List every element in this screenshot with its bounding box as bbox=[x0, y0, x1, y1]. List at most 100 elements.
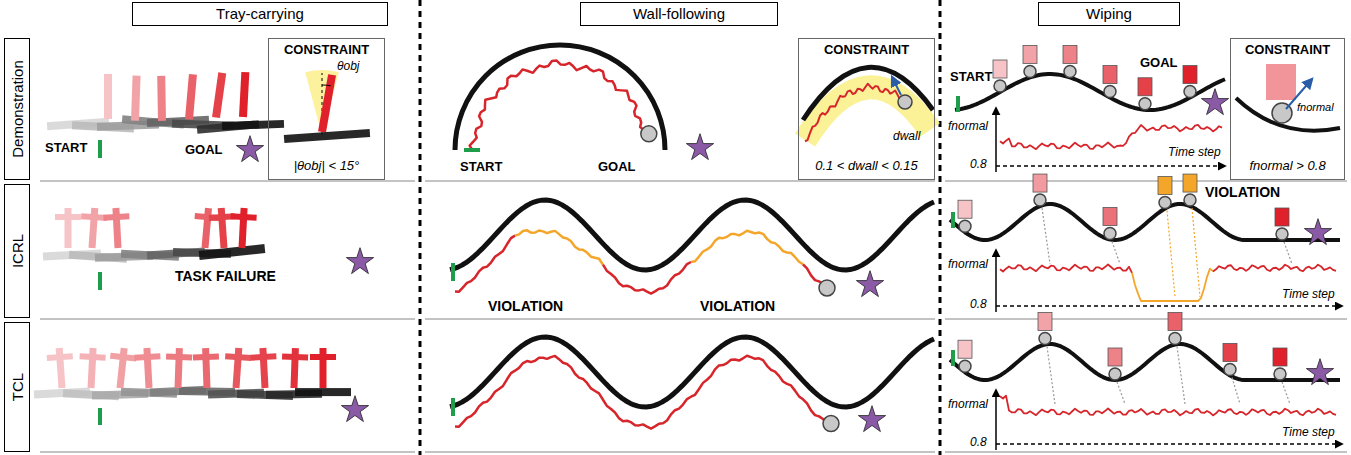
row-rule bbox=[40, 181, 415, 182]
row-label-box: ICRL bbox=[4, 184, 30, 318]
start-marker bbox=[98, 140, 102, 158]
surface bbox=[950, 204, 1340, 240]
goal-star bbox=[686, 134, 713, 160]
constraint-box: CONSTRAINT θobj |θobj| < 15° bbox=[268, 38, 385, 180]
tee-object bbox=[107, 347, 137, 389]
violation-label: VIOLATION bbox=[488, 298, 563, 314]
row-rule bbox=[945, 181, 1347, 182]
constraint-wedge bbox=[305, 70, 339, 135]
row-rule bbox=[945, 452, 1347, 453]
end-effector bbox=[1034, 194, 1046, 206]
start-marker bbox=[956, 96, 960, 112]
force-curve bbox=[1000, 396, 1336, 416]
start-marker bbox=[98, 272, 102, 290]
failure-label: TASK FAILURE bbox=[175, 268, 276, 284]
trajectory bbox=[515, 230, 603, 264]
time-link bbox=[1284, 242, 1292, 264]
violation-label: VIOLATION bbox=[700, 298, 775, 314]
end-effector bbox=[1139, 98, 1151, 110]
tee-object bbox=[281, 348, 308, 389]
trajectory bbox=[603, 262, 691, 294]
wiping-tool bbox=[1273, 348, 1287, 366]
start-label: START bbox=[950, 70, 992, 85]
start-marker bbox=[464, 148, 480, 152]
trajectory bbox=[691, 231, 803, 265]
object-bar bbox=[212, 72, 226, 118]
constraint-formula: |θobj| < 15° bbox=[269, 158, 384, 173]
row-rule bbox=[425, 319, 935, 320]
symbol-label: θobj bbox=[337, 59, 360, 73]
column-header: Tray-carrying bbox=[132, 2, 388, 26]
object-bar bbox=[318, 74, 336, 133]
tee-bar bbox=[230, 213, 256, 220]
wiping-tool bbox=[1275, 208, 1289, 226]
axis-label: fnormal bbox=[948, 398, 988, 412]
threshold-axis bbox=[996, 443, 1342, 445]
goal-star bbox=[341, 396, 368, 422]
wiping-tool bbox=[1183, 174, 1197, 192]
tee-object bbox=[46, 347, 75, 389]
axis-label: fnormal bbox=[948, 120, 988, 134]
tee-object bbox=[165, 348, 192, 389]
row-label: ICRL bbox=[9, 234, 26, 268]
end-effector bbox=[641, 126, 657, 142]
row-rule bbox=[40, 452, 415, 453]
end-effector bbox=[1104, 86, 1116, 98]
end-effector bbox=[959, 360, 971, 372]
threshold-value: 0.8 bbox=[970, 298, 987, 312]
row-rule bbox=[945, 319, 1347, 320]
threshold-value: 0.8 bbox=[970, 436, 987, 450]
symbol-label: dwall bbox=[893, 129, 920, 143]
end-effector bbox=[1064, 65, 1076, 77]
tee-object bbox=[250, 347, 278, 388]
row-label-box: TCL bbox=[4, 322, 30, 452]
end-effector bbox=[1276, 228, 1288, 240]
tee-bar bbox=[79, 353, 105, 360]
end-effector bbox=[819, 280, 835, 296]
time-link bbox=[1282, 382, 1290, 404]
end-effector bbox=[1169, 333, 1181, 345]
axis-label: fnormal bbox=[948, 258, 988, 272]
column-title: Wall-following bbox=[581, 3, 777, 24]
start-marker bbox=[951, 212, 955, 228]
tee-bar bbox=[193, 354, 219, 361]
tee-object bbox=[192, 207, 221, 249]
constraint-box: CONSTRAINTfnormalfnormal > 0.8 bbox=[1230, 38, 1345, 180]
goal-star bbox=[236, 136, 263, 162]
tee-bar bbox=[166, 354, 192, 361]
start-marker bbox=[451, 263, 455, 281]
end-effector bbox=[823, 416, 839, 432]
end-effector bbox=[898, 95, 912, 109]
force-axis bbox=[995, 390, 997, 450]
threshold-axis bbox=[996, 305, 1342, 307]
axis-label: Time step bbox=[1168, 146, 1221, 160]
wiping-tool bbox=[1183, 66, 1197, 84]
end-effector bbox=[1039, 333, 1051, 345]
wiping-tool bbox=[1103, 207, 1117, 225]
wiping-tool bbox=[1063, 45, 1077, 63]
tee-bar bbox=[225, 353, 251, 361]
time-link bbox=[1192, 208, 1200, 297]
trajectory bbox=[455, 236, 515, 292]
tee-bar bbox=[310, 354, 336, 360]
end-effector bbox=[1104, 227, 1116, 239]
constraint-formula: 0.1 < dwall < 0.15 bbox=[799, 158, 934, 173]
wiping-tool bbox=[1033, 174, 1047, 192]
end-effector bbox=[1024, 65, 1036, 77]
constraint-formula: fnormal > 0.8 bbox=[1231, 158, 1344, 173]
tee-object bbox=[134, 347, 162, 388]
column-header: Wall-following bbox=[580, 2, 778, 26]
artwork bbox=[34, 0, 1347, 455]
tee-object bbox=[55, 208, 81, 248]
tee-object bbox=[229, 207, 257, 248]
row-label: Demonstration bbox=[9, 60, 26, 158]
end-effector bbox=[1274, 368, 1286, 380]
constraint-heading: CONSTRAINT bbox=[269, 42, 384, 57]
wiping-tool bbox=[1168, 313, 1182, 331]
wiping-tool bbox=[1038, 313, 1052, 331]
angle-arc bbox=[322, 85, 331, 87]
force-curve bbox=[1213, 265, 1336, 272]
column-title: Wiping bbox=[1039, 3, 1179, 24]
